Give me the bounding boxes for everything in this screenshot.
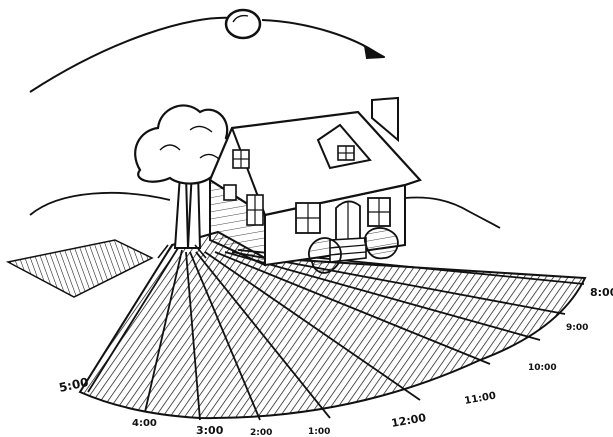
time-label-4: 4:00 [132,418,157,429]
time-label-2: 2:00 [250,428,272,437]
time-label-3: 3:00 [196,424,224,437]
hill-line-left [30,193,170,215]
time-label-9: 9:00 [566,323,588,333]
time-label-8: 8:00 [590,286,613,299]
time-label-11: 11:00 [464,391,497,407]
field-patch [8,240,152,297]
sun-path-arrow-icon [364,46,384,58]
sun-icon [226,10,260,38]
hill-line-right [405,198,500,228]
sun-path-arc-right [262,20,378,54]
sun-path-arc [30,18,232,92]
time-label-12: 12:00 [390,411,427,430]
time-label-1: 1:00 [308,427,330,437]
time-label-10: 10:00 [528,363,557,373]
house-icon [210,98,420,273]
